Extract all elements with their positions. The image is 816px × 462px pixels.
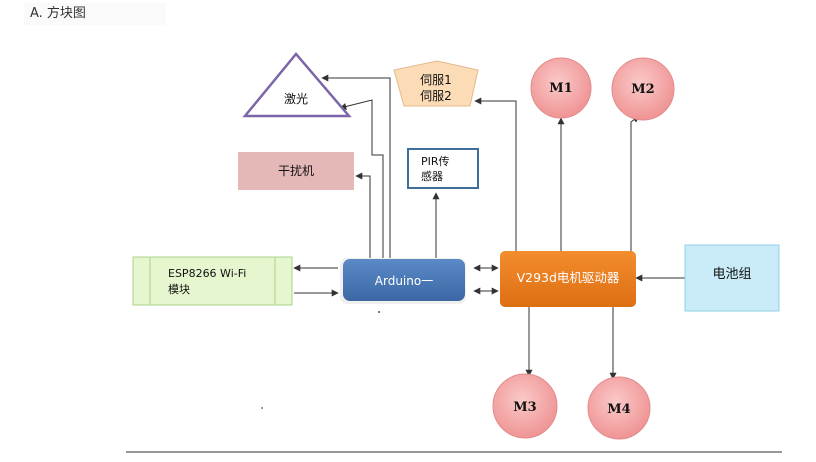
pir-sensor-block: PIR传 感器 — [407, 148, 479, 189]
battery-label: 电池组 — [712, 267, 751, 282]
jammer-label: 干扰机 — [278, 164, 314, 178]
wifi-module-block: ESP8266 Wi-Fi 模块 — [132, 256, 293, 306]
battery-block: 电池组 — [684, 244, 780, 312]
arrow-driver-to-m2 — [630, 115, 640, 258]
jammer-block: 干扰机 — [238, 152, 354, 190]
motor-m1: M1 — [530, 57, 592, 119]
servo-label-line1: 伺服1 — [420, 73, 452, 87]
arrow-driver-to-servo — [474, 97, 517, 258]
stray-dot — [378, 311, 380, 313]
arrow-arduino-to-laser — [321, 74, 391, 258]
laser-block: 激光 — [242, 52, 352, 118]
pir-label-line2: 感器 — [421, 170, 443, 183]
section-title: A. 方块图 — [24, 3, 166, 25]
servo-label-line2: 伺服2 — [420, 89, 452, 103]
wifi-label-line2: 模块 — [168, 283, 190, 296]
wifi-label-line1: ESP8266 Wi-Fi — [168, 267, 246, 280]
motor-driver-label: V293d电机驱动器 — [517, 270, 620, 285]
laser-label: 激光 — [284, 92, 308, 106]
motor-m2: M2 — [611, 57, 675, 121]
motor-m3: M3 — [492, 373, 558, 439]
m2-label: M2 — [631, 82, 654, 97]
m3-label: M3 — [513, 400, 536, 415]
pir-label-line1: PIR传 — [421, 155, 450, 168]
arduino-label: Arduino一 — [375, 274, 433, 288]
arrow-arduino-to-jammer — [355, 172, 371, 258]
arrow-arduino-to-laser-2 — [339, 99, 384, 258]
arduino-block: Arduino一 — [340, 258, 466, 304]
stray-dot — [261, 407, 263, 409]
m4-label: M4 — [607, 402, 630, 417]
m1-label: M1 — [549, 81, 572, 96]
motor-m4: M4 — [587, 376, 651, 440]
servo-block: 伺服1 伺服2 — [393, 60, 479, 107]
motor-driver-block: V293d电机驱动器 — [500, 251, 636, 307]
